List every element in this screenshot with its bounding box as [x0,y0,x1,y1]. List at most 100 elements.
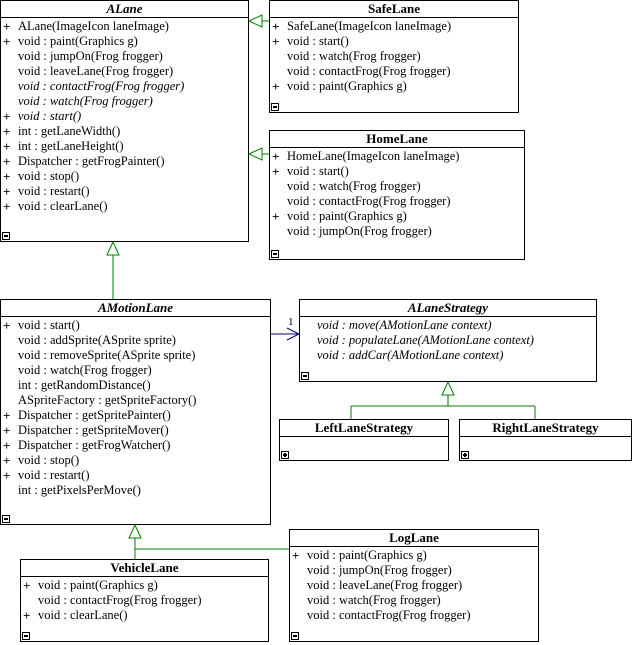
class-member[interactable]: + void : start() [270,164,524,179]
class-member[interactable]: +void : clearLane() [1,199,248,214]
class-rightlanestrategy[interactable]: RightLaneStrategy [459,419,632,461]
collapse-toggle-icon[interactable] [271,103,279,111]
member-signature: Dispatcher : getSpriteMover() [18,423,169,437]
class-safelane[interactable]: SafeLane +SafeLane(ImageIcon laneImage)+… [269,0,519,113]
member-signature: void : contactFrog(Frog frogger) [18,79,185,93]
public-visibility-icon: + [272,164,280,179]
collapse-toggle-icon[interactable] [2,232,10,240]
class-alane[interactable]: ALane +ALane(ImageIcon laneImage)+void :… [0,0,249,242]
class-member[interactable]: +int : getLaneWidth() [1,124,248,139]
class-leftlanestrategy[interactable]: LeftLaneStrategy [279,419,449,461]
class-member[interactable]: void : watch(Frog frogger) [270,49,518,64]
member-signature: void : removeSprite(ASprite sprite) [18,348,196,362]
public-visibility-icon: + [3,184,11,199]
class-member[interactable]: +void : restart() [1,468,270,483]
class-member[interactable]: +int : getLaneHeight() [1,139,248,154]
class-member[interactable]: +SafeLane(ImageIcon laneImage) [270,19,518,34]
member-signature: void : contactFrog(Frog frogger) [287,194,451,208]
class-name: LogLane [290,530,538,547]
public-visibility-icon: + [3,109,11,124]
member-list: +ALane(ImageIcon laneImage)+void : paint… [1,18,248,214]
member-signature: void : leaveLane(Frog frogger) [18,64,174,78]
member-signature: Dispatcher : getFrogPainter() [18,154,165,168]
member-signature: void : start() [287,34,349,48]
member-signature: int : getRandomDistance() [18,378,151,392]
expand-toggle-icon[interactable] [461,451,469,459]
class-member[interactable]: void : leaveLane(Frog frogger) [290,578,538,593]
class-member[interactable]: void : contactFrog(Frog frogger) [1,79,248,94]
class-member[interactable]: +ALane(ImageIcon laneImage) [1,19,248,34]
class-member[interactable]: +void : paint(Graphics g) [270,79,518,94]
class-member[interactable]: +void : paint(Graphics g) [290,548,538,563]
class-member[interactable]: +void : start() [1,318,270,333]
class-member[interactable]: void : contactFrog(Frog frogger) [290,608,538,623]
collapse-toggle-icon[interactable] [291,632,299,640]
public-visibility-icon: + [3,169,11,184]
collapse-toggle-icon[interactable] [2,515,10,523]
member-signature: void : contactFrog(Frog frogger) [307,608,471,622]
class-member[interactable]: +Dispatcher : getSpriteMover() [1,423,270,438]
class-name: LeftLaneStrategy [280,420,448,437]
class-member[interactable]: void : watch(Frog frogger) [1,363,270,378]
class-amotionlane[interactable]: AMotionLane +void : start()void : addSpr… [0,299,271,525]
class-member[interactable]: +HomeLane(ImageIcon laneImage) [270,149,524,164]
class-name: RightLaneStrategy [460,420,631,437]
class-member[interactable]: void : jumpOn(Frog frogger) [270,224,524,239]
class-member[interactable]: void : watch(Frog frogger) [270,179,524,194]
class-member[interactable]: void : leaveLane(Frog frogger) [1,64,248,79]
generalization-amotionlane-to-alane [106,240,120,299]
class-member[interactable]: void : contactFrog(Frog frogger) [21,593,268,608]
class-member[interactable]: void : addCar(AMotionLane context) [300,348,596,363]
member-signature: void : move(AMotionLane context) [317,318,492,332]
member-signature: void : start() [18,109,82,123]
expand-toggle-icon[interactable] [281,451,289,459]
member-list: +void : start()void : addSprite(ASprite … [1,317,270,498]
class-member[interactable]: void : watch(Frog frogger) [290,593,538,608]
public-visibility-icon: + [23,578,31,593]
class-member[interactable]: +void : paint(Graphics g) [1,34,248,49]
class-member[interactable]: void : watch(Frog frogger) [1,94,248,109]
class-member[interactable]: +void : stop() [1,453,270,468]
class-member[interactable]: + Dispatcher : getFrogPainter() [1,154,248,169]
public-visibility-icon: + [23,608,31,623]
member-list: void : move(AMotionLane context)void : p… [300,317,596,363]
class-loglane[interactable]: LogLane +void : paint(Graphics g)void : … [289,529,539,642]
collapse-toggle-icon[interactable] [271,250,279,258]
member-signature: void : start() [287,164,349,178]
class-member[interactable]: void : populateLane(AMotionLane context) [300,333,596,348]
class-member[interactable]: void : addSprite(ASprite sprite) [1,333,270,348]
member-signature: int : getLaneHeight() [18,139,124,153]
class-member[interactable]: +void : start() [270,34,518,49]
class-member[interactable]: +Dispatcher : getFrogWatcher() [1,438,270,453]
class-member[interactable]: +void : clearLane() [21,608,268,623]
member-signature: void : stop() [18,169,80,183]
class-alanestrategy[interactable]: ALaneStrategy void : move(AMotionLane co… [299,299,597,382]
class-member[interactable]: void : move(AMotionLane context) [300,318,596,333]
class-member[interactable]: int : getRandomDistance() [1,378,270,393]
member-list: +HomeLane(ImageIcon laneImage)+void : st… [270,148,524,239]
class-member[interactable]: void : jumpOn(Frog frogger) [290,563,538,578]
member-signature: void : watch(Frog frogger) [287,179,421,193]
class-member[interactable]: void : jumpOn(Frog frogger) [1,49,248,64]
class-member[interactable]: +void : restart() [1,184,248,199]
public-visibility-icon: + [272,209,280,224]
member-signature: void : restart() [18,468,90,482]
public-visibility-icon: + [3,154,11,169]
class-vehiclelane[interactable]: VehicleLane +void : paint(Graphics g)voi… [20,559,269,642]
class-member[interactable]: +Dispatcher : getSpritePainter() [1,408,270,423]
collapse-toggle-icon[interactable] [22,632,30,640]
class-member[interactable]: + void : stop() [1,169,248,184]
class-member[interactable]: void : contactFrog(Frog frogger) [270,64,518,79]
public-visibility-icon: + [3,34,11,49]
class-member[interactable]: void : removeSprite(ASprite sprite) [1,348,270,363]
class-member[interactable]: + void : start() [1,109,248,124]
collapse-toggle-icon[interactable] [301,372,309,380]
member-signature: void : stop() [18,453,80,467]
class-member[interactable]: void : contactFrog(Frog frogger) [270,194,524,209]
class-member[interactable]: +void : paint(Graphics g) [21,578,268,593]
class-homelane[interactable]: HomeLane +HomeLane(ImageIcon laneImage)+… [269,130,525,260]
class-member[interactable]: int : getPixelsPerMove() [1,483,270,498]
member-list [280,437,448,438]
class-member[interactable]: ASpriteFactory : getSpriteFactory() [1,393,270,408]
class-member[interactable]: +void : paint(Graphics g) [270,209,524,224]
